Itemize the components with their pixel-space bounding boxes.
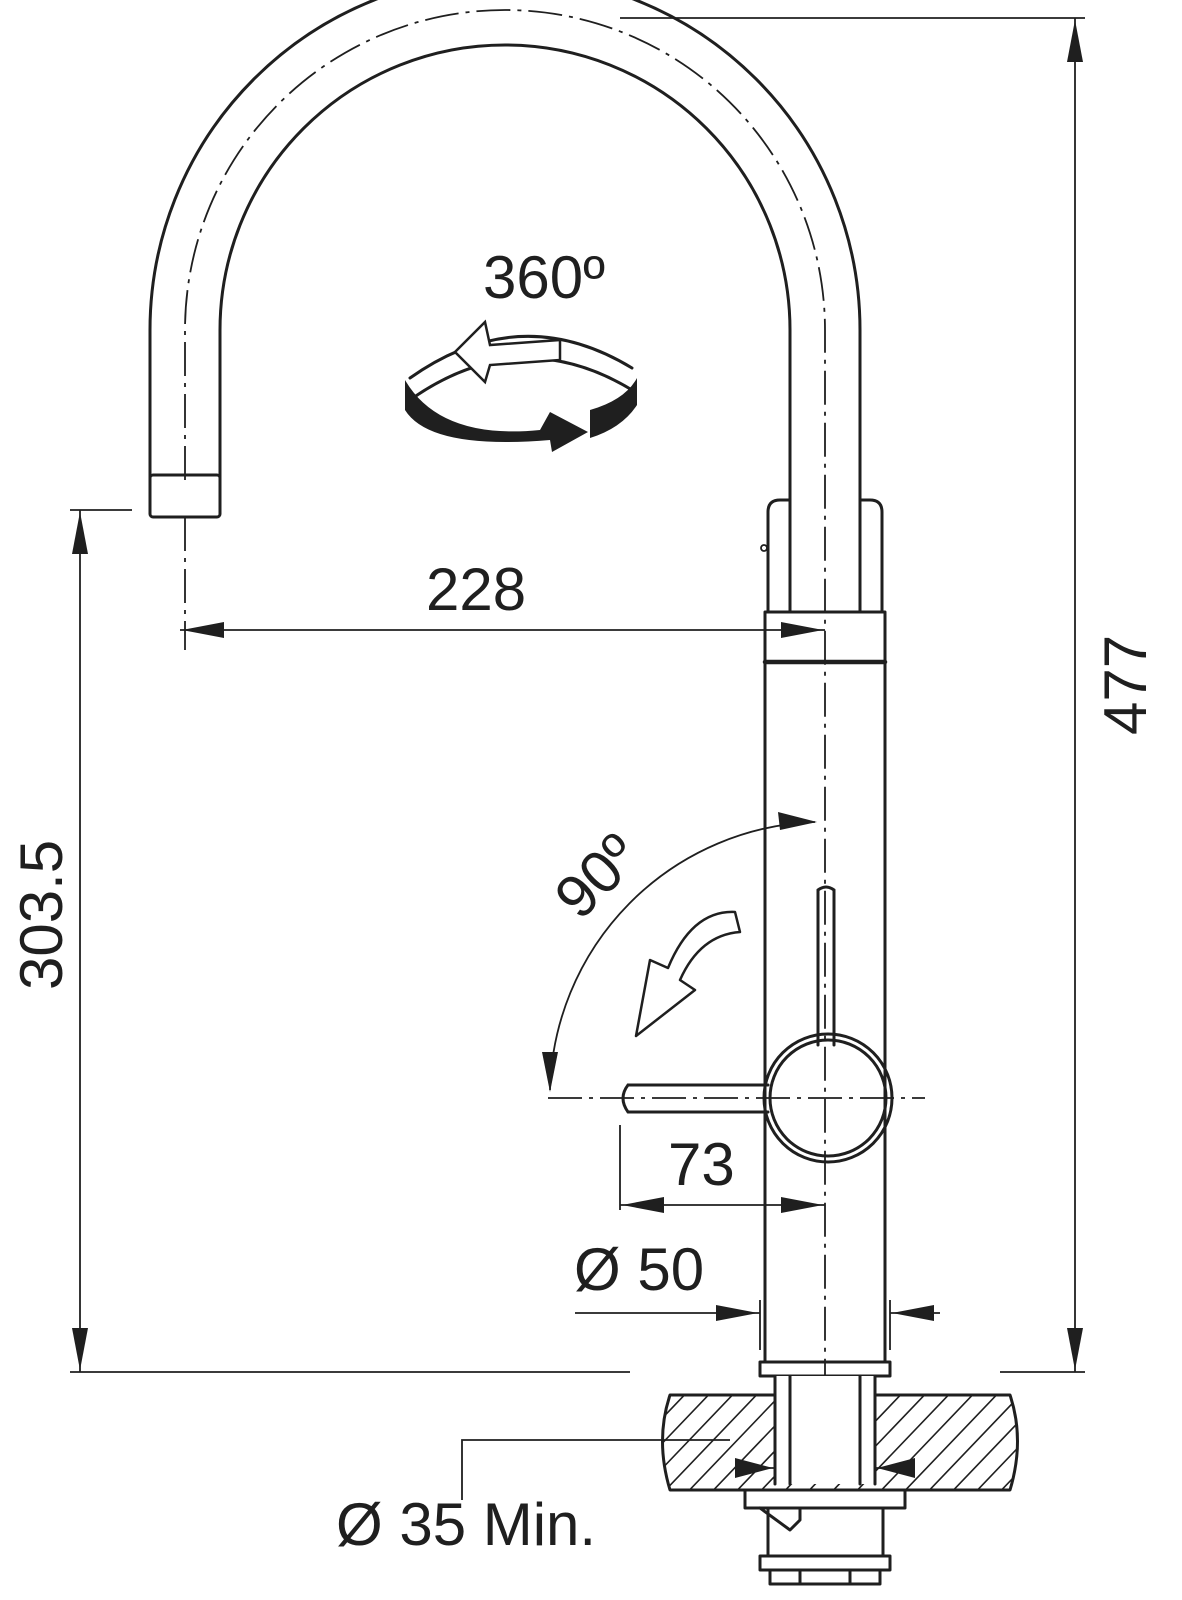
hatch-line: [1112, 1385, 1182, 1500]
dimension-lines: [70, 17, 1085, 1500]
hatch-line: [1015, 1395, 1018, 1490]
rotation-360-label: 360º: [483, 244, 605, 311]
hatch-line: [943, 1395, 1018, 1490]
spout-height-label: 303.5: [8, 840, 75, 990]
lever-angle-label: 90º: [542, 821, 652, 931]
hole-diameter-label: Ø 35 Min.: [336, 1491, 596, 1558]
hatch-line: [871, 1395, 983, 1490]
hatch-line: [679, 1395, 791, 1490]
spout: [148, 0, 862, 1420]
lever: [548, 885, 925, 1164]
faucet-body: [758, 498, 892, 1378]
hatch-line: [895, 1395, 1007, 1490]
hatch-line: [662, 1395, 671, 1490]
curved-arrow-icon: [634, 910, 742, 1038]
countertop-section: [661, 1374, 1182, 1586]
rotate-360-arrow-icon: [405, 319, 637, 452]
hatch-line: [662, 1395, 743, 1490]
total-height-label: 477: [1092, 635, 1159, 735]
lever-length-label: 73: [668, 1131, 735, 1198]
hatch-line: [662, 1395, 767, 1490]
hatch-line: [1088, 1385, 1182, 1500]
hatch-line: [991, 1395, 1018, 1490]
body-diameter-label: Ø 50: [574, 1236, 704, 1303]
hatch-line: [662, 1395, 719, 1490]
reach-label: 228: [426, 556, 526, 623]
hatch-line: [662, 1395, 695, 1490]
hatch-line: [919, 1395, 1018, 1490]
hatch-line: [1040, 1385, 1150, 1500]
hatch-line: [1064, 1385, 1174, 1500]
hatch-line: [967, 1395, 1018, 1490]
